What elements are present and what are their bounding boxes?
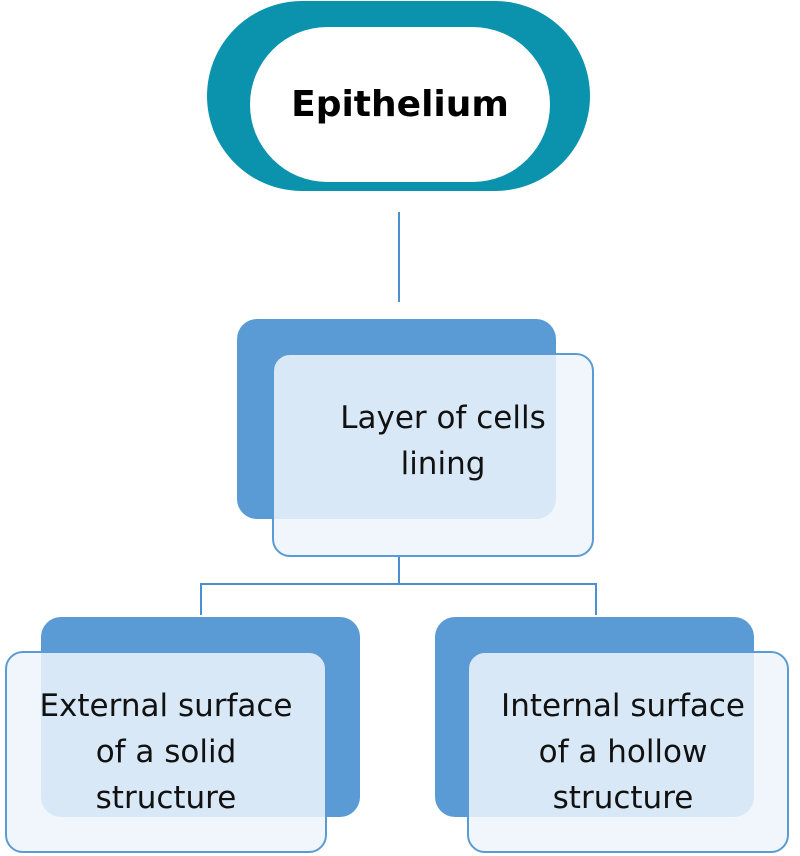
root-node: Epithelium <box>250 27 550 182</box>
connector-horizontal-bar <box>200 583 597 585</box>
connector-root-middle <box>398 212 400 302</box>
root-node-label: Epithelium <box>291 84 509 125</box>
right-child-label: Internal surface of a hollow structure <box>501 688 745 816</box>
middle-node-label: Layer of cells lining <box>340 400 546 482</box>
connector-to-left-child <box>200 583 202 615</box>
connector-to-right-child <box>595 583 597 615</box>
right-child-node: Internal surface of a hollow structure <box>467 651 789 853</box>
connector-middle-stem <box>398 557 400 584</box>
left-child-node: External surface of a solid structure <box>5 651 327 853</box>
left-child-label: External surface of a solid structure <box>39 688 293 816</box>
middle-node: Layer of cells lining <box>272 353 594 557</box>
